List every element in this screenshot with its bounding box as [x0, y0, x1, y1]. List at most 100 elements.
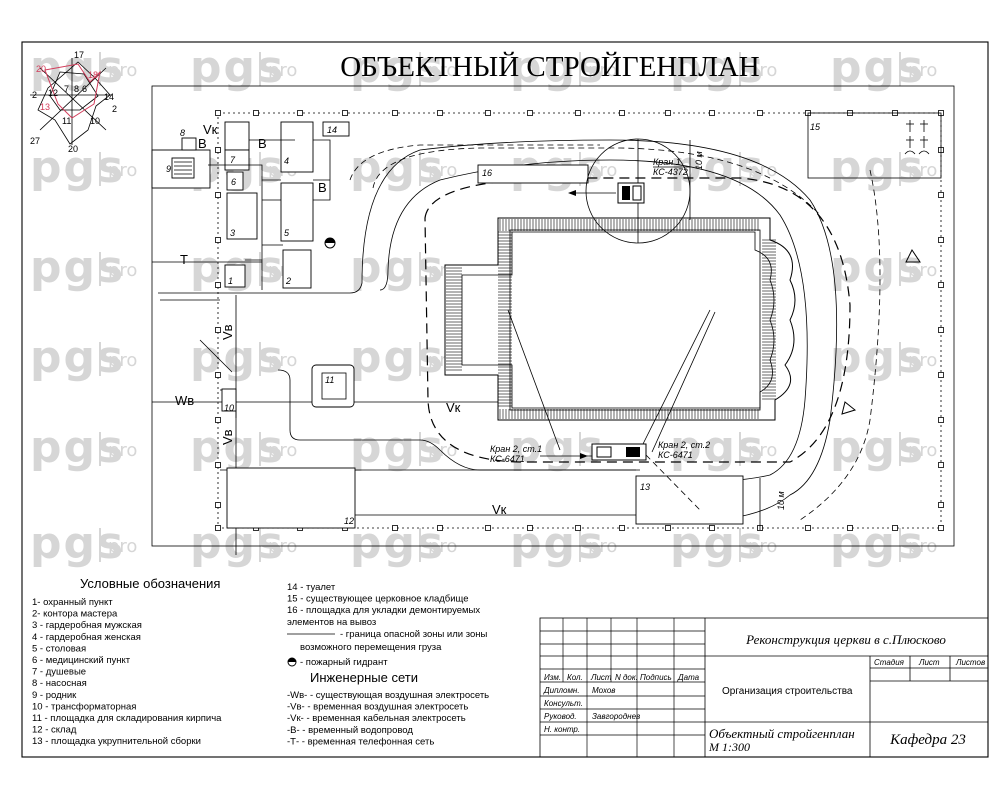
boundary-post [938, 462, 944, 468]
building-14-label: 14 [327, 125, 337, 135]
building-7 [224, 149, 250, 171]
building-15-label: 15 [810, 122, 821, 132]
legend-danger-zone-2: возможного перемещения груза [300, 642, 442, 653]
boundary-post [709, 110, 715, 116]
building-5 [280, 182, 314, 242]
watermark-main: pgs [350, 422, 445, 473]
legend: Условные обозначения 1- охранный пункт2-… [32, 576, 489, 747]
watermark-sub: pro [908, 440, 937, 461]
col-ndok: N док. [615, 673, 638, 682]
watermark-main: pgs [190, 422, 285, 473]
legend-heading: Условные обозначения [80, 576, 220, 591]
network-v-label-3: В [318, 180, 327, 195]
cross-icons [904, 120, 930, 155]
watermark-sub: pro [908, 160, 937, 181]
network-vk-label-1: Vк [203, 122, 218, 137]
watermark-sub: pro [908, 260, 937, 281]
network-v-label-1: В [198, 136, 207, 151]
watermark-sub: pro [428, 440, 457, 461]
building-7-label: 7 [230, 155, 236, 165]
crane-1: Кран 1 КС-4372 10 м [568, 138, 704, 244]
legend-item: 16 - площадка для укладки демонтируемых [287, 605, 480, 616]
row-nkontr: Н. контр. [544, 725, 580, 734]
drawing-scale: М 1:300 [708, 740, 750, 754]
compass-label-6: 8 [74, 84, 79, 94]
crane-2: Кран 2, ст.1 КС-6471 Кран 2, ст.2 КС-647… [490, 440, 710, 511]
boundary-post [215, 502, 221, 508]
boundary-post [938, 502, 944, 508]
compass-label-3: 18 [88, 70, 98, 80]
col-izm: Изм. [544, 673, 561, 682]
boundary-post [342, 110, 348, 116]
watermark-main: pgs [30, 422, 125, 473]
building-9-label: 9 [166, 164, 171, 174]
boundary-post [215, 372, 221, 378]
watermark-main: pgs [30, 42, 125, 93]
compass-label-11: 13 [40, 102, 50, 112]
watermark-main: pgs [190, 332, 285, 383]
boundary-post [938, 237, 944, 243]
boundary-post [892, 525, 898, 531]
network-v-label-2: В [258, 136, 267, 151]
watermark-main: pgs [30, 518, 125, 569]
title-block: Реконструкция церкви в с.Плюсково Изм. К… [539, 617, 989, 758]
wind-rose: 17 20 18 12 7 8 6 2 14 2 13 11 10 27 20 [30, 50, 117, 154]
watermark-sub: pro [108, 350, 137, 371]
legend-item: элементов на вывоз [287, 617, 376, 628]
sheet-border [21, 41, 989, 758]
watermark-sub: pro [748, 60, 777, 81]
crane-1-name: Кран 1 [653, 157, 681, 167]
boundary-post [938, 525, 944, 531]
legend-hydrant: - пожарный гидрант [300, 657, 388, 668]
name-diplom: Мохов [592, 686, 615, 695]
building-3-label: 3 [230, 228, 235, 238]
watermark-sub: pro [748, 536, 777, 557]
compass-label-2: 20 [36, 64, 46, 74]
compass-label-13: 10 [90, 116, 100, 126]
legend-item: 7 - душевые [32, 667, 86, 678]
legend-item: 6 - медицинский пункт [32, 655, 131, 666]
legend-item: 2- контора мастера [32, 609, 118, 620]
legend-item: 13 - площадка укрупнительной сборки [32, 736, 201, 747]
boundary-post [253, 110, 259, 116]
legend-item: 12 - склад [32, 725, 77, 736]
boundary-post [757, 110, 763, 116]
temporary-buildings: 9 8 7 6 3 4 5 2 1 14 [151, 121, 350, 290]
church-building [444, 217, 796, 453]
watermark-sub: pro [908, 60, 937, 81]
danger-zone-crane-2 [424, 177, 851, 463]
watermark-main: pgs [30, 142, 125, 193]
building-2-label: 2 [285, 276, 291, 286]
watermark-main: pgs [670, 42, 765, 93]
col-podp: Подпись [640, 673, 672, 682]
watermark-sub: pro [108, 60, 137, 81]
boundary-post [619, 110, 625, 116]
sheet-label: Лист [918, 658, 940, 667]
crane-2-st1-model: КС-6471 [490, 454, 525, 464]
compass-label-7: 6 [82, 84, 87, 94]
boundary-post [215, 192, 221, 198]
watermark-main: pgs [350, 42, 445, 93]
hydrant-legend-icon [287, 657, 297, 667]
legend-item: 1- охранный пункт [32, 597, 113, 608]
boundary-post [805, 525, 811, 531]
watermark-main: pgs [510, 518, 605, 569]
row-konsult: Консульт. [544, 699, 583, 708]
boundary-post [215, 525, 221, 531]
row-diplom: Дипломн. [543, 686, 580, 695]
legend-item: 5 - столовая [32, 643, 86, 654]
network-vk-label-2: Vк [446, 400, 461, 415]
boundary-post [215, 417, 221, 423]
building-3 [226, 192, 258, 240]
compass-label-9: 14 [104, 92, 114, 102]
boundary-post [665, 525, 671, 531]
boundary-post [709, 525, 715, 531]
boundary-post [392, 525, 398, 531]
watermark-sub: pro [428, 536, 457, 557]
network-legend-item: -Vк- - временная кабельная электросеть [287, 713, 466, 724]
boundary-post [437, 110, 443, 116]
col-data: Дата [677, 673, 700, 682]
watermark-main: pgs [350, 242, 445, 293]
boundary-post [215, 327, 221, 333]
